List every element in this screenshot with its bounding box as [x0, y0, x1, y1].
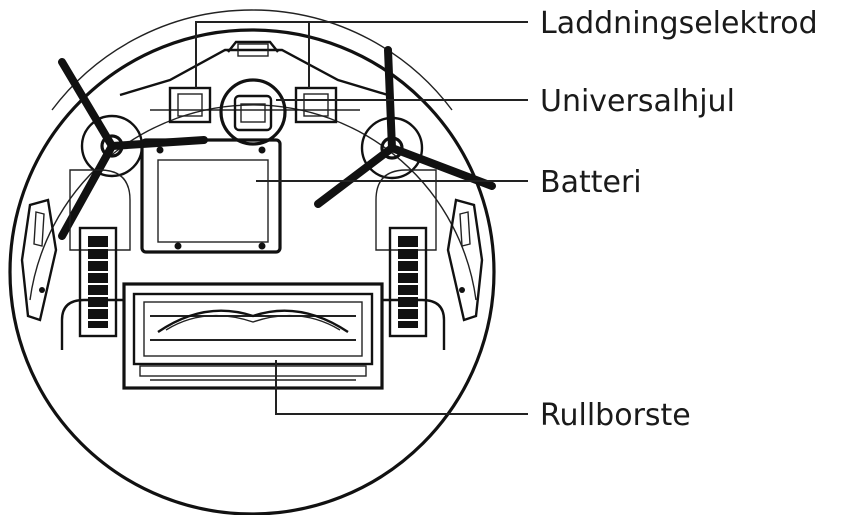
front-housing	[119, 40, 389, 111]
universal-wheel	[219, 78, 287, 146]
right-bumper-detail	[446, 198, 484, 322]
left-bumper-detail	[20, 198, 58, 322]
callout-lines	[195, 21, 528, 415]
charging-electrode-right	[294, 86, 338, 124]
charging-electrode-label: Laddningselektrod	[540, 6, 818, 41]
battery-label: Batteri	[540, 165, 642, 200]
drive-wheel-left	[78, 226, 118, 338]
robot-body	[8, 9, 496, 515]
charging-electrode-left	[168, 86, 212, 124]
drive-wheel-right	[388, 226, 428, 338]
battery-compartment	[140, 138, 282, 254]
universal-wheel-label: Universalhjul	[540, 84, 735, 119]
roller-brush-label: Rullborste	[540, 398, 691, 433]
roller-brush	[122, 282, 384, 390]
